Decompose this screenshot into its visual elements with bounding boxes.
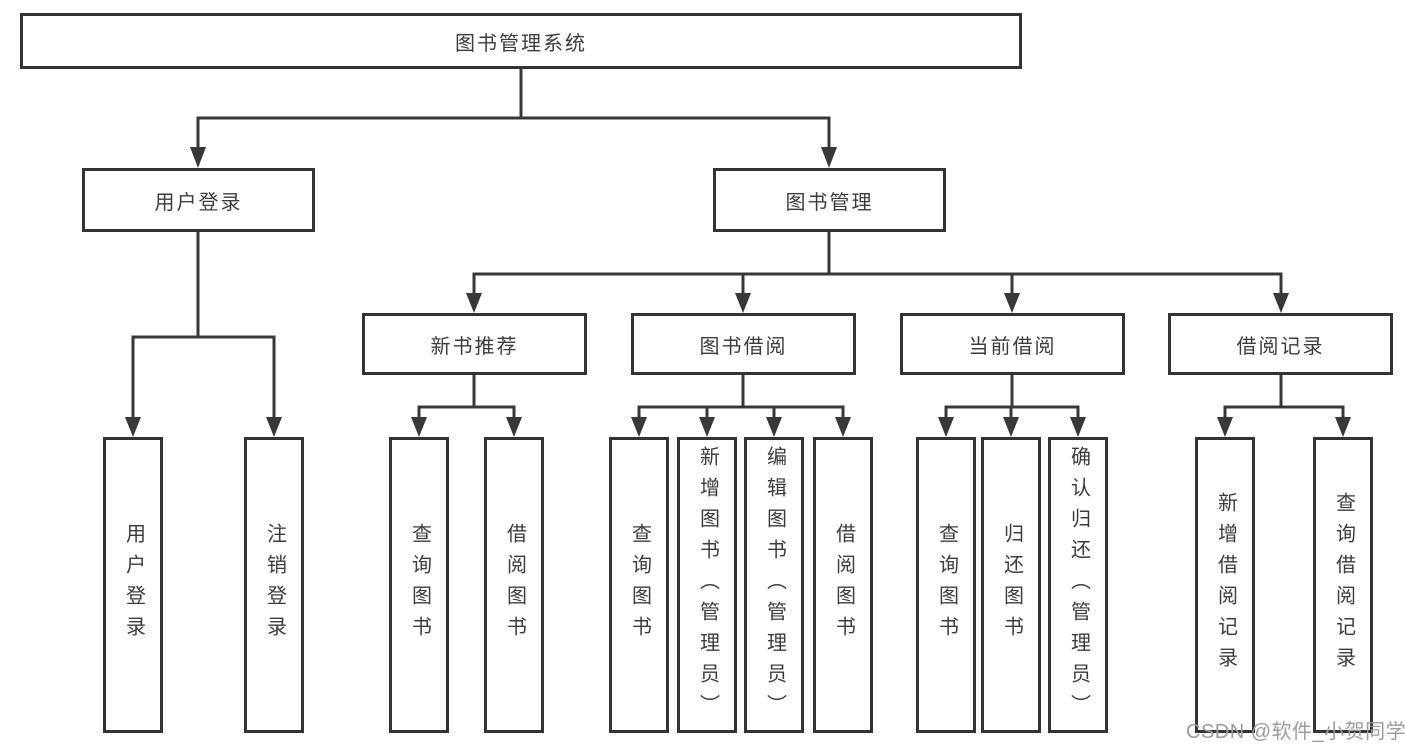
node-label: 借阅记录 [1236, 335, 1325, 358]
arrowhead-br-add [1217, 417, 1233, 437]
node-user-login: 用户登录 [82, 168, 315, 232]
connector-root-to-level1 [196, 68, 831, 149]
leaf-label: 查询图书 [408, 523, 431, 647]
leaf-br-query-record: 查询借阅记录 [1313, 437, 1373, 733]
arrowhead-leaf-logout [266, 417, 282, 437]
arrowhead-leaf-user-login [125, 417, 141, 437]
connector-book-borrow-branch [637, 375, 845, 418]
leaf-nb-query-book: 查询图书 [389, 437, 449, 733]
arrowhead-nb-borrow [506, 417, 522, 437]
leaf-label: 新增图书（管理员） [696, 445, 719, 725]
leaf-bb-query-book: 查询图书 [609, 437, 669, 733]
leaf-bb-edit-book-admin: 编辑图书（管理员） [744, 437, 804, 733]
arrowhead-bb-edit [766, 417, 782, 437]
leaf-label: 查询图书 [935, 523, 958, 647]
leaf-label: 借阅图书 [832, 523, 855, 647]
connector-borrow-record-branch [1223, 375, 1345, 418]
arrowhead-book-borrow [735, 293, 751, 313]
node-book-borrow: 图书借阅 [631, 313, 856, 375]
leaf-cb-query-book: 查询图书 [916, 437, 976, 733]
node-library-management-system: 图书管理系统 [20, 13, 1022, 69]
node-label: 图书管理 [785, 191, 874, 214]
arrowhead-cb-query [938, 417, 954, 437]
node-label: 图书借阅 [699, 335, 788, 358]
arrowhead-bb-borrow [835, 417, 851, 437]
leaf-logout: 注销登录 [244, 437, 304, 733]
arrowhead-current-borrow [1004, 293, 1020, 313]
node-label: 用户登录 [154, 191, 243, 214]
node-book-management: 图书管理 [713, 168, 946, 232]
leaf-label: 归还图书 [1000, 523, 1023, 647]
watermark: CSDN @软件_小贺同学 [1186, 721, 1405, 743]
leaf-label: 注销登录 [263, 523, 286, 647]
node-label: 当前借阅 [968, 335, 1057, 358]
arrowhead-book-management [821, 147, 837, 168]
leaf-label: 确认归还（管理员） [1067, 445, 1090, 725]
leaf-br-add-record: 新增借阅记录 [1195, 437, 1255, 733]
arrowhead-borrow-record [1273, 293, 1289, 313]
connector-user-login-branch [131, 232, 276, 418]
leaf-label: 新增借阅记录 [1214, 492, 1237, 678]
arrowhead-bb-query [631, 417, 647, 437]
arrowhead-cb-confirm [1070, 417, 1086, 437]
leaf-label: 用户登录 [122, 523, 145, 647]
arrowhead-cb-return [1003, 417, 1019, 437]
connector-new-book-branch [417, 375, 516, 418]
node-new-book-recommend: 新书推荐 [362, 313, 587, 375]
arrowhead-nb-query [411, 417, 427, 437]
leaf-label: 查询图书 [628, 523, 651, 647]
arrowhead-br-query [1335, 417, 1351, 437]
leaf-label: 查询借阅记录 [1332, 492, 1355, 678]
arrowhead-user-login [190, 147, 206, 168]
leaf-nb-borrow-book: 借阅图书 [484, 437, 544, 733]
node-label: 图书管理系统 [455, 32, 587, 55]
connector-current-borrow-branch [944, 375, 1080, 418]
node-label: 新书推荐 [430, 335, 519, 358]
connector-book-management-branch [472, 232, 1283, 294]
node-current-borrow: 当前借阅 [900, 313, 1125, 375]
leaf-bb-add-book-admin: 新增图书（管理员） [677, 437, 737, 733]
leaf-cb-confirm-return-admin: 确认归还（管理员） [1048, 437, 1108, 733]
arrowhead-new-book [466, 293, 482, 313]
leaf-bb-borrow-book: 借阅图书 [813, 437, 873, 733]
leaf-cb-return-book: 归还图书 [981, 437, 1041, 733]
arrowhead-bb-add [699, 417, 715, 437]
leaf-user-login: 用户登录 [103, 437, 163, 733]
node-borrow-record: 借阅记录 [1168, 313, 1393, 375]
leaf-label: 借阅图书 [503, 523, 526, 647]
leaf-label: 编辑图书（管理员） [763, 445, 786, 725]
